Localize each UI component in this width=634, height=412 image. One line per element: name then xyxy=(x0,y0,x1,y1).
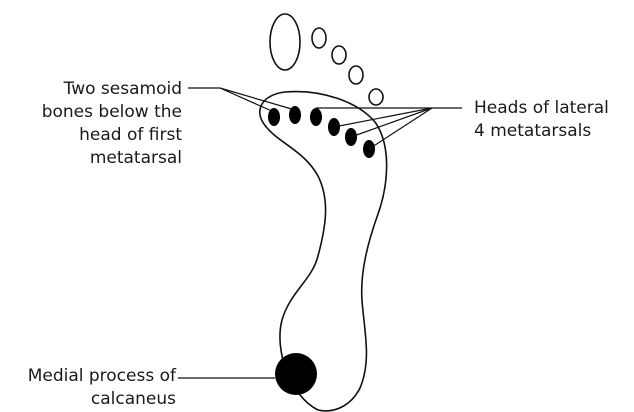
sesamoid-label-line-4: metatarsal xyxy=(42,147,182,170)
big-toe xyxy=(270,14,300,70)
calcaneus-label-line-2: calcaneus xyxy=(28,388,176,411)
sesamoid-label: Two sesamoid bones below the head of fir… xyxy=(42,78,182,170)
metatarsal-head-2 xyxy=(310,108,322,126)
sesamoid-label-line-3: head of first xyxy=(42,124,182,147)
sesamoid-label-line-2: bones below the xyxy=(42,101,182,124)
toe-4 xyxy=(349,66,363,84)
toe-5 xyxy=(369,89,383,105)
toe-3 xyxy=(332,46,346,64)
lateral-heads-label-line-1: Heads of lateral xyxy=(474,97,609,120)
sesamoid-label-line-1: Two sesamoid xyxy=(42,78,182,101)
calcaneus-label: Medial process of calcaneus xyxy=(28,365,176,411)
lateral-heads-label-line-2: 4 metatarsals xyxy=(474,120,609,143)
toe-2 xyxy=(312,28,326,48)
calcaneus-label-line-1: Medial process of xyxy=(28,365,176,388)
calcaneus-medial-process xyxy=(275,353,317,395)
sesamoid-leader-lines xyxy=(188,88,295,112)
lateral-metatarsal-heads-label: Heads of lateral 4 metatarsals xyxy=(474,97,609,143)
